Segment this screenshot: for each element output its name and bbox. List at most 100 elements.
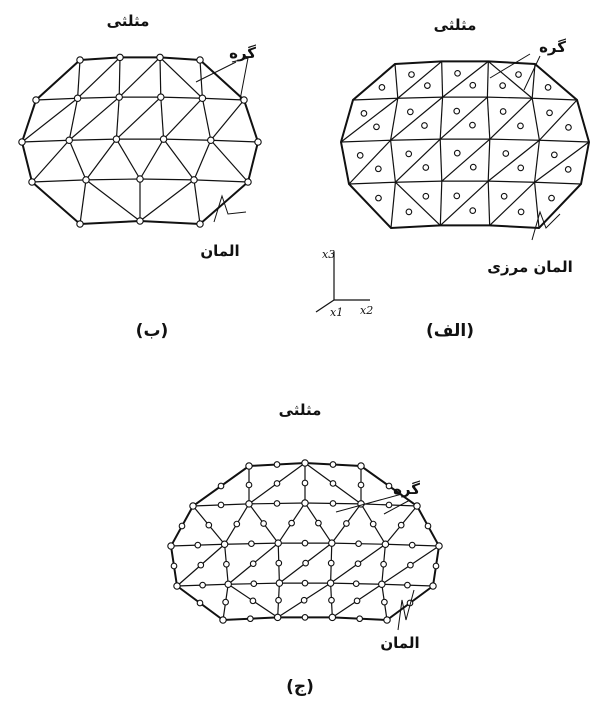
fig-a-edge (441, 61, 444, 98)
fig-a-centroid-node (544, 84, 552, 91)
fig-a-centroid-node (453, 192, 461, 200)
fig-c-node (189, 502, 197, 510)
fig-b-edge (139, 138, 165, 180)
fig-b-edge (139, 179, 195, 222)
fig-c-midside-node (329, 500, 337, 507)
fig-c-node (328, 539, 336, 547)
fig-c-node (219, 616, 227, 624)
fig-b-node-leader-2 (195, 61, 237, 83)
fig-c-midside-node (385, 501, 393, 509)
fig-c-midside-node (301, 579, 309, 587)
fig-a-centroid-node (469, 163, 477, 171)
fig-a-edge (531, 63, 536, 99)
fig-c-node (245, 500, 253, 508)
fig-c-midside-node (223, 560, 230, 568)
fig-c-node (301, 499, 309, 507)
fig-a-element-label: المان مرزی (487, 258, 573, 276)
fig-b-edge (210, 139, 249, 183)
fig-c-midside-node (273, 461, 281, 468)
fig-b-node (156, 53, 164, 62)
fig-a-edge (534, 141, 590, 183)
fig-c-midside-node (250, 580, 258, 588)
fig-b-edge (115, 138, 141, 180)
fig-a-centroid-node (454, 69, 461, 77)
fig-b-edge (31, 179, 87, 183)
x1-label: x1 (330, 306, 343, 319)
fig-b-edge (115, 96, 162, 140)
fig-c-midside-node (199, 581, 206, 589)
fig-a-node-label: گره (539, 38, 566, 56)
fig-a-edge (348, 139, 392, 185)
fig-a-edge (489, 181, 536, 226)
fig-c-midside-node (315, 519, 322, 527)
fig-c-midside-node (432, 562, 440, 570)
fig-a-edge (487, 181, 491, 226)
fig-a-centroid-node (453, 149, 461, 157)
fig-c-midside-node (353, 597, 361, 605)
fig-a-edge (390, 96, 443, 141)
fig-b-edge (35, 97, 78, 101)
fig-a-centroid-node (515, 71, 522, 78)
fig-c-midside-node (329, 480, 337, 487)
fig-c-midside-node (248, 540, 255, 548)
fig-c-midside-node (197, 561, 205, 569)
fig-a-centroid-node (422, 192, 430, 200)
fig-a-edge (439, 180, 489, 226)
fig-b-node (65, 136, 73, 144)
fig-a-centroid-node (375, 194, 382, 202)
fig-a-edge (486, 61, 489, 98)
fig-a-centroid-node (469, 121, 476, 129)
fig-c-midside-node (380, 560, 387, 568)
fig-c-element-leader (397, 589, 415, 631)
fig-a-edge (394, 63, 399, 99)
fig-b-edge (163, 97, 203, 140)
fig-b-edge (85, 138, 117, 181)
fig-b-edge (193, 140, 212, 181)
fig-a-edge (538, 99, 578, 141)
x1-axis (315, 299, 335, 313)
fig-c-node-label: گره (393, 480, 420, 498)
fig-c-node (328, 613, 337, 622)
fig-a-edge (395, 180, 442, 183)
fig-a-centroid-node (424, 82, 431, 89)
fig-a-centroid-node (564, 166, 572, 173)
fig-b-edge (69, 138, 117, 141)
fig-c-midside-node (329, 461, 337, 468)
fig-c-title: مثلثی (279, 401, 322, 419)
fig-c-node (383, 616, 391, 624)
fig-c-node (167, 542, 175, 550)
fig-b-node (112, 135, 121, 143)
fig-a-edge (487, 139, 540, 182)
fig-c-midside-node (196, 599, 204, 607)
fig-c-midside-node (170, 562, 178, 570)
fig-c-node (429, 582, 437, 590)
fig-a-edge (487, 96, 533, 99)
fig-b-edge (79, 179, 87, 225)
fig-a-edge (489, 97, 533, 140)
fig-a-centroid-node (408, 71, 415, 78)
fig-a-centroid-node (517, 164, 525, 172)
fig-c-midside-node (407, 561, 414, 569)
fig-c-midside-node (424, 522, 432, 530)
fig-b-edge (159, 57, 162, 98)
fig-a-edge (394, 181, 441, 226)
fig-b-element-label: المان (200, 242, 239, 260)
fig-a-centroid-node (374, 165, 382, 173)
fig-a-centroid-node (405, 150, 413, 158)
fig-a-centroid-node (517, 208, 525, 216)
fig-b-node-leader (231, 57, 249, 101)
fig-c-midside-node (301, 614, 309, 621)
fig-a-edge (489, 138, 540, 141)
fig-a-edge (397, 60, 443, 99)
fig-a-element-leader (531, 210, 561, 241)
fig-c-midside-node (381, 598, 388, 606)
fig-b-element-leader (213, 194, 247, 223)
fig-c-element-label: المان (380, 634, 419, 652)
fig-c-midside-node (352, 580, 360, 588)
fig-b-edge (68, 98, 79, 141)
fig-b-edge (193, 179, 201, 225)
fig-b-edge (68, 140, 87, 181)
fig-b-node (240, 96, 248, 104)
fig-c-midside-node (404, 581, 411, 589)
